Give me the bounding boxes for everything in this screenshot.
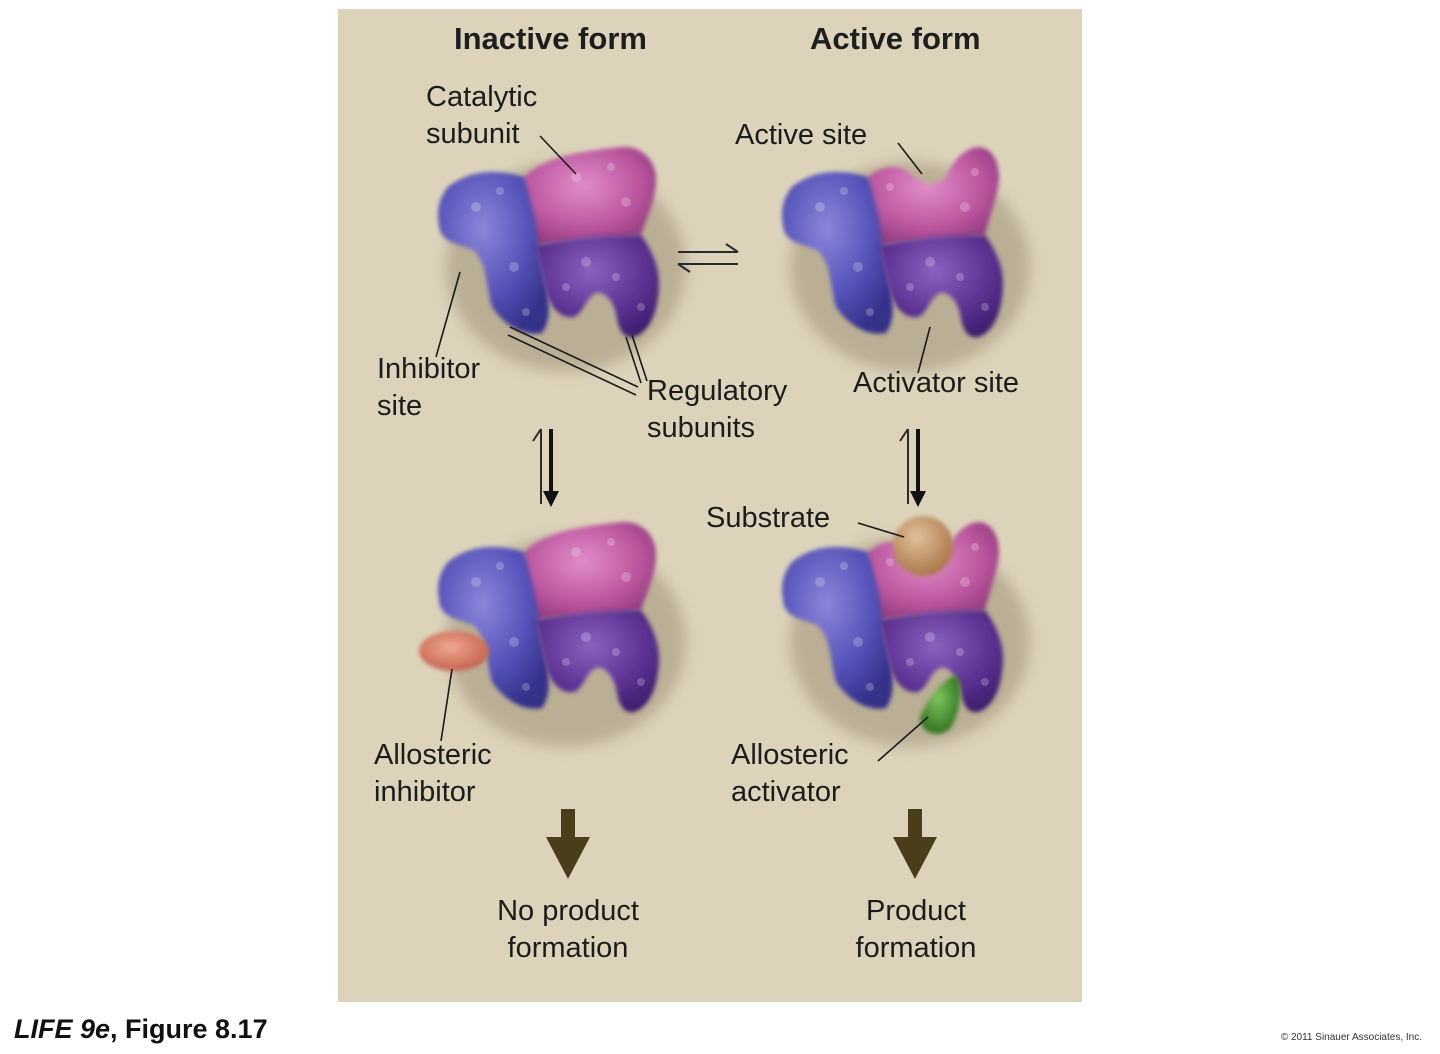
equilibrium-arrow-horizontal: [677, 243, 739, 273]
label-activator-site: Activator site: [853, 367, 1019, 399]
outcome-arrow-left: [546, 809, 590, 879]
equilibrium-arrow-vertical-right: [899, 428, 926, 507]
substrate-molecule: [893, 516, 953, 576]
heading-inactive-form: Inactive form: [454, 21, 647, 56]
caption-book-title: LIFE 9e: [14, 1014, 111, 1044]
label-active-site: Active site: [735, 119, 868, 151]
allosteric-activator-molecule: [920, 675, 961, 734]
equilibrium-arrow-vertical-left: [532, 428, 559, 507]
heading-active-form: Active form: [810, 21, 981, 56]
copyright-notice: © 2011 Sinauer Associates, Inc.: [1280, 1032, 1422, 1043]
inactive-enzyme: [438, 147, 686, 372]
leader-lines: [435, 135, 931, 762]
caption-figure-number: , Figure 8.17: [110, 1014, 268, 1044]
enzyme-diagram: [419, 135, 1082, 879]
allosteric-inhibitor-molecule: [419, 631, 489, 671]
outcome-arrow-right: [893, 809, 937, 879]
inhibited-enzyme: [438, 522, 686, 747]
figure-caption: LIFE 9e, Figure 8.17: [14, 1014, 268, 1045]
label-substrate: Substrate: [706, 502, 831, 534]
active-enzyme: [782, 147, 1030, 372]
